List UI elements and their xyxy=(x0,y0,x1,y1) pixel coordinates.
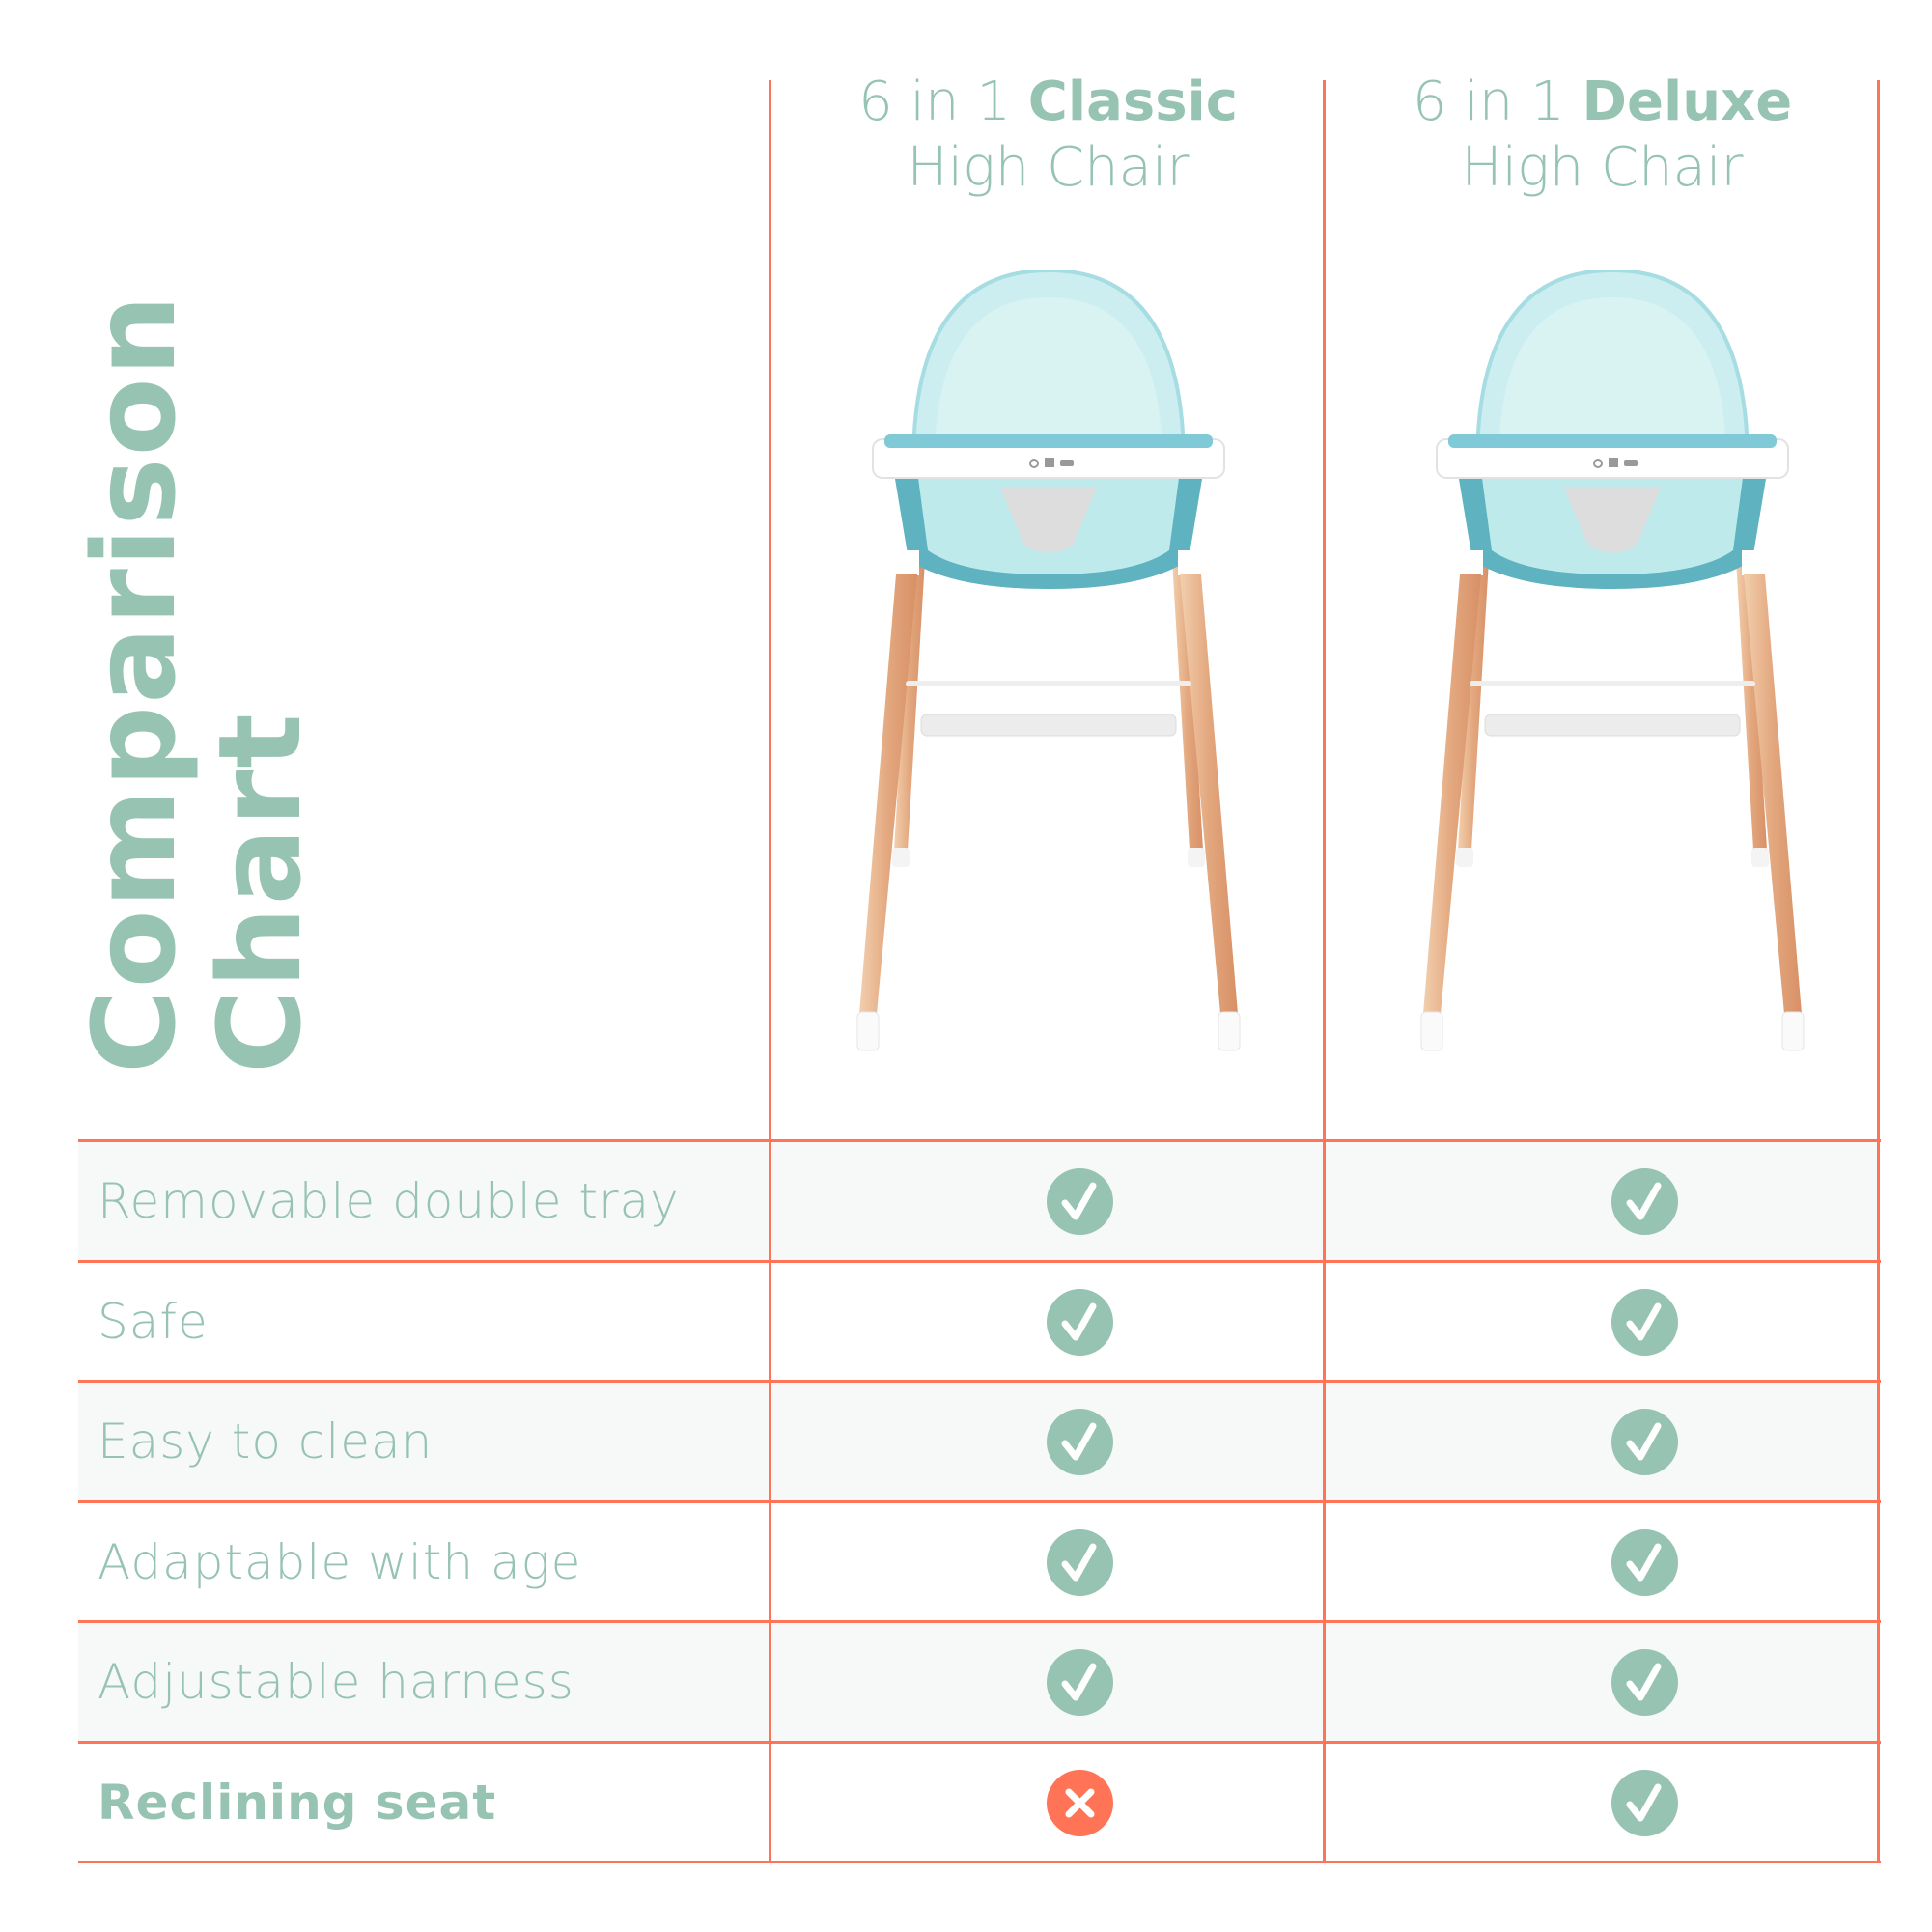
product-prefix: 6 in 1 xyxy=(1412,70,1565,133)
row-divider xyxy=(78,1741,1881,1744)
product-header-classic: 6 in 1 Classic High Chair xyxy=(770,70,1326,201)
check-icon xyxy=(1047,1289,1113,1356)
check-icon xyxy=(1611,1649,1678,1716)
row-divider xyxy=(78,1500,1881,1503)
check-icon xyxy=(1611,1770,1678,1836)
check-icon xyxy=(1611,1529,1678,1596)
feature-row: Removable double tray xyxy=(78,1142,1878,1260)
column-divider xyxy=(1323,80,1326,1862)
product-subtitle: High Chair xyxy=(1461,136,1744,199)
classic-high-chair-image xyxy=(855,270,1242,1062)
product-name: Deluxe xyxy=(1582,70,1793,133)
product-header-deluxe: 6 in 1 Deluxe High Chair xyxy=(1325,70,1880,201)
column-divider xyxy=(1877,80,1880,1862)
check-icon xyxy=(1047,1529,1113,1596)
check-icon xyxy=(1047,1649,1113,1716)
row-divider xyxy=(78,1620,1881,1623)
column-divider xyxy=(769,80,771,1862)
product-name: Classic xyxy=(1027,70,1238,133)
product-subtitle: High Chair xyxy=(907,136,1190,199)
row-divider xyxy=(78,1380,1881,1383)
deluxe-high-chair-image xyxy=(1419,270,1806,1062)
check-icon xyxy=(1611,1168,1678,1235)
check-icon xyxy=(1047,1168,1113,1235)
feature-row: Adjustable harness xyxy=(78,1623,1878,1741)
feature-row: Reclining seat xyxy=(78,1744,1878,1862)
feature-label: Removable double tray xyxy=(98,1173,680,1229)
title-comparison: Comparison xyxy=(68,293,201,1074)
cross-icon xyxy=(1047,1770,1113,1836)
feature-label: Reclining seat xyxy=(98,1775,497,1831)
feature-row: Adaptable with age xyxy=(78,1503,1878,1621)
check-icon xyxy=(1611,1289,1678,1356)
product-prefix: 6 in 1 xyxy=(858,70,1011,133)
feature-label: Adaptable with age xyxy=(98,1534,582,1590)
check-icon xyxy=(1611,1409,1678,1475)
row-divider xyxy=(78,1260,1881,1263)
check-icon xyxy=(1047,1409,1113,1475)
row-divider xyxy=(78,1861,1881,1863)
feature-row: Safe xyxy=(78,1263,1878,1381)
feature-label: Safe xyxy=(98,1294,209,1350)
feature-label: Adjustable harness xyxy=(98,1654,574,1710)
row-divider xyxy=(78,1139,1881,1142)
feature-label: Easy to clean xyxy=(98,1414,434,1470)
feature-row: Easy to clean xyxy=(78,1383,1878,1500)
title-chart: Chart xyxy=(193,712,326,1074)
